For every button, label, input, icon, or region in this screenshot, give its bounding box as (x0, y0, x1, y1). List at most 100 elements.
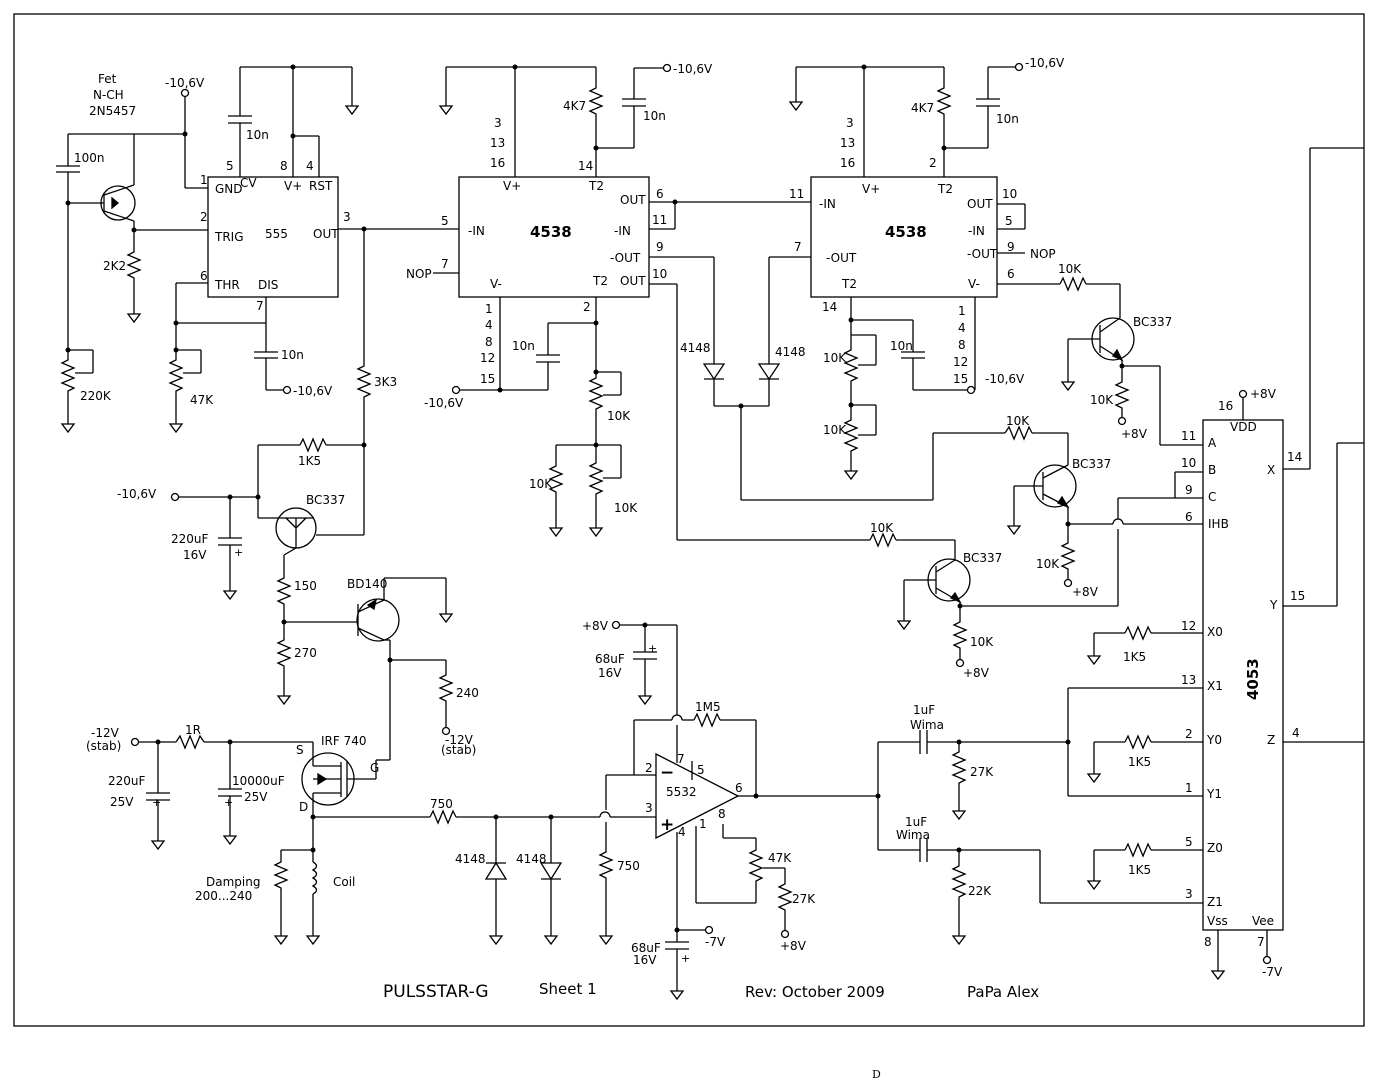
svg-text:220K: 220K (80, 389, 112, 403)
svg-text:T2: T2 (841, 277, 857, 291)
svg-text:7: 7 (677, 752, 685, 766)
svg-text:-12V: -12V (445, 733, 474, 747)
res-3k3: 3K3 (356, 362, 397, 445)
svg-text:+8V: +8V (1072, 585, 1099, 599)
pot-10k-a1: 10K (588, 369, 631, 445)
diode-4148-b: 4148 (516, 817, 563, 945)
svg-text:750: 750 (430, 797, 453, 811)
svg-text:150: 150 (294, 579, 317, 593)
svg-text:4148: 4148 (455, 852, 486, 866)
transistor-bd140: BD140 (347, 577, 453, 760)
svg-text:10: 10 (652, 267, 667, 281)
svg-text:6: 6 (735, 781, 743, 795)
svg-text:6: 6 (200, 269, 208, 283)
svg-text:7: 7 (256, 299, 264, 313)
ic-4053: VDD A B C IHB X0 X1 Y0 Y1 Z0 Z1 Vss Vee … (1181, 399, 1305, 949)
svg-text:1R: 1R (185, 723, 201, 737)
svg-text:1uF: 1uF (913, 703, 935, 717)
svg-text:10K: 10K (1006, 414, 1030, 428)
svg-text:270: 270 (294, 646, 317, 660)
svg-text:B: B (1208, 463, 1216, 477)
svg-text:11: 11 (1181, 429, 1196, 443)
svg-text:4053: 4053 (1244, 658, 1262, 700)
svg-text:240: 240 (456, 686, 479, 700)
svg-text:-10,6V: -10,6V (293, 384, 333, 398)
svg-text:-10,6V: -10,6V (673, 62, 713, 76)
svg-text:S: S (296, 743, 304, 757)
svg-text:7: 7 (794, 240, 802, 254)
svg-text:-OUT: -OUT (967, 247, 998, 261)
pot-10k-a2: 10K (588, 445, 638, 537)
svg-text:+8V: +8V (1121, 427, 1148, 441)
svg-text:1M5: 1M5 (695, 700, 721, 714)
svg-text:+8V: +8V (1250, 387, 1277, 401)
svg-text:27K: 27K (792, 892, 816, 906)
svg-text:GND: GND (215, 182, 243, 196)
transistor-bc337-mid-right: BC337 (1007, 457, 1111, 535)
svg-text:1K5: 1K5 (1123, 650, 1146, 664)
svg-text:TRIG: TRIG (214, 230, 244, 244)
diode-4148-c: 4148 (680, 341, 726, 406)
svg-text:V+: V+ (503, 179, 521, 193)
transistor-bc337-top-right: BC337 (1061, 315, 1172, 391)
svg-text:2N5457: 2N5457 (89, 104, 136, 118)
svg-text:OUT: OUT (620, 193, 646, 207)
svg-text:+8V: +8V (780, 939, 807, 953)
svg-text:1: 1 (1185, 781, 1193, 795)
title-rev: Rev: October 2009 (745, 983, 885, 1001)
svg-text:10n: 10n (996, 112, 1019, 126)
stray-label: D (872, 1068, 881, 1081)
svg-text:1: 1 (958, 304, 966, 318)
svg-text:-OUT: -OUT (826, 251, 857, 265)
svg-text:10K: 10K (614, 501, 638, 515)
svg-text:4: 4 (958, 321, 966, 335)
svg-text:200...240: 200...240 (195, 889, 252, 903)
svg-text:-IN: -IN (968, 224, 985, 238)
svg-text:A: A (1208, 436, 1217, 450)
svg-text:100n: 100n (74, 151, 105, 165)
title-sheet: Sheet 1 (539, 980, 597, 998)
svg-text:OUT: OUT (620, 274, 646, 288)
svg-text:NOP: NOP (1030, 247, 1056, 261)
svg-text:3: 3 (494, 116, 502, 130)
svg-text:4148: 4148 (775, 345, 806, 359)
svg-text:4: 4 (485, 318, 493, 332)
svg-text:+: + (660, 815, 674, 835)
svg-text:3: 3 (343, 210, 351, 224)
svg-text:1K5: 1K5 (298, 454, 321, 468)
svg-text:10K: 10K (1058, 262, 1082, 276)
svg-text:Coil: Coil (333, 875, 355, 889)
svg-text:Damping: Damping (206, 875, 260, 889)
svg-text:9: 9 (1185, 483, 1193, 497)
svg-text:2: 2 (583, 300, 591, 314)
svg-text:5: 5 (441, 214, 449, 228)
svg-text:8: 8 (1204, 935, 1212, 949)
svg-text:Z1: Z1 (1207, 895, 1223, 909)
svg-text:8: 8 (958, 338, 966, 352)
svg-text:16V: 16V (183, 548, 207, 562)
svg-text:Z0: Z0 (1207, 841, 1223, 855)
svg-text:10K: 10K (970, 635, 994, 649)
svg-text:T2: T2 (588, 179, 604, 193)
svg-text:5532: 5532 (666, 785, 697, 799)
svg-text:16: 16 (840, 156, 855, 170)
svg-text:11: 11 (789, 187, 804, 201)
svg-text:V+: V+ (862, 182, 880, 196)
svg-text:-10,6V: -10,6V (165, 76, 205, 90)
svg-text:3: 3 (846, 116, 854, 130)
svg-text:16V: 16V (633, 953, 657, 967)
svg-text:10K: 10K (607, 409, 631, 423)
svg-text:-10,6V: -10,6V (1025, 56, 1065, 70)
svg-text:D: D (299, 800, 308, 814)
title-author: PaPa Alex (967, 983, 1039, 1001)
svg-text:4538: 4538 (530, 223, 572, 241)
svg-text:750: 750 (617, 859, 640, 873)
sheet-border (13, 13, 1365, 1027)
svg-text:BC337: BC337 (306, 493, 345, 507)
svg-text:DIS: DIS (258, 278, 278, 292)
svg-text:V+: V+ (284, 179, 302, 193)
svg-text:VDD: VDD (1230, 420, 1257, 434)
svg-text:OUT: OUT (967, 197, 993, 211)
svg-text:BC337: BC337 (1072, 457, 1111, 471)
